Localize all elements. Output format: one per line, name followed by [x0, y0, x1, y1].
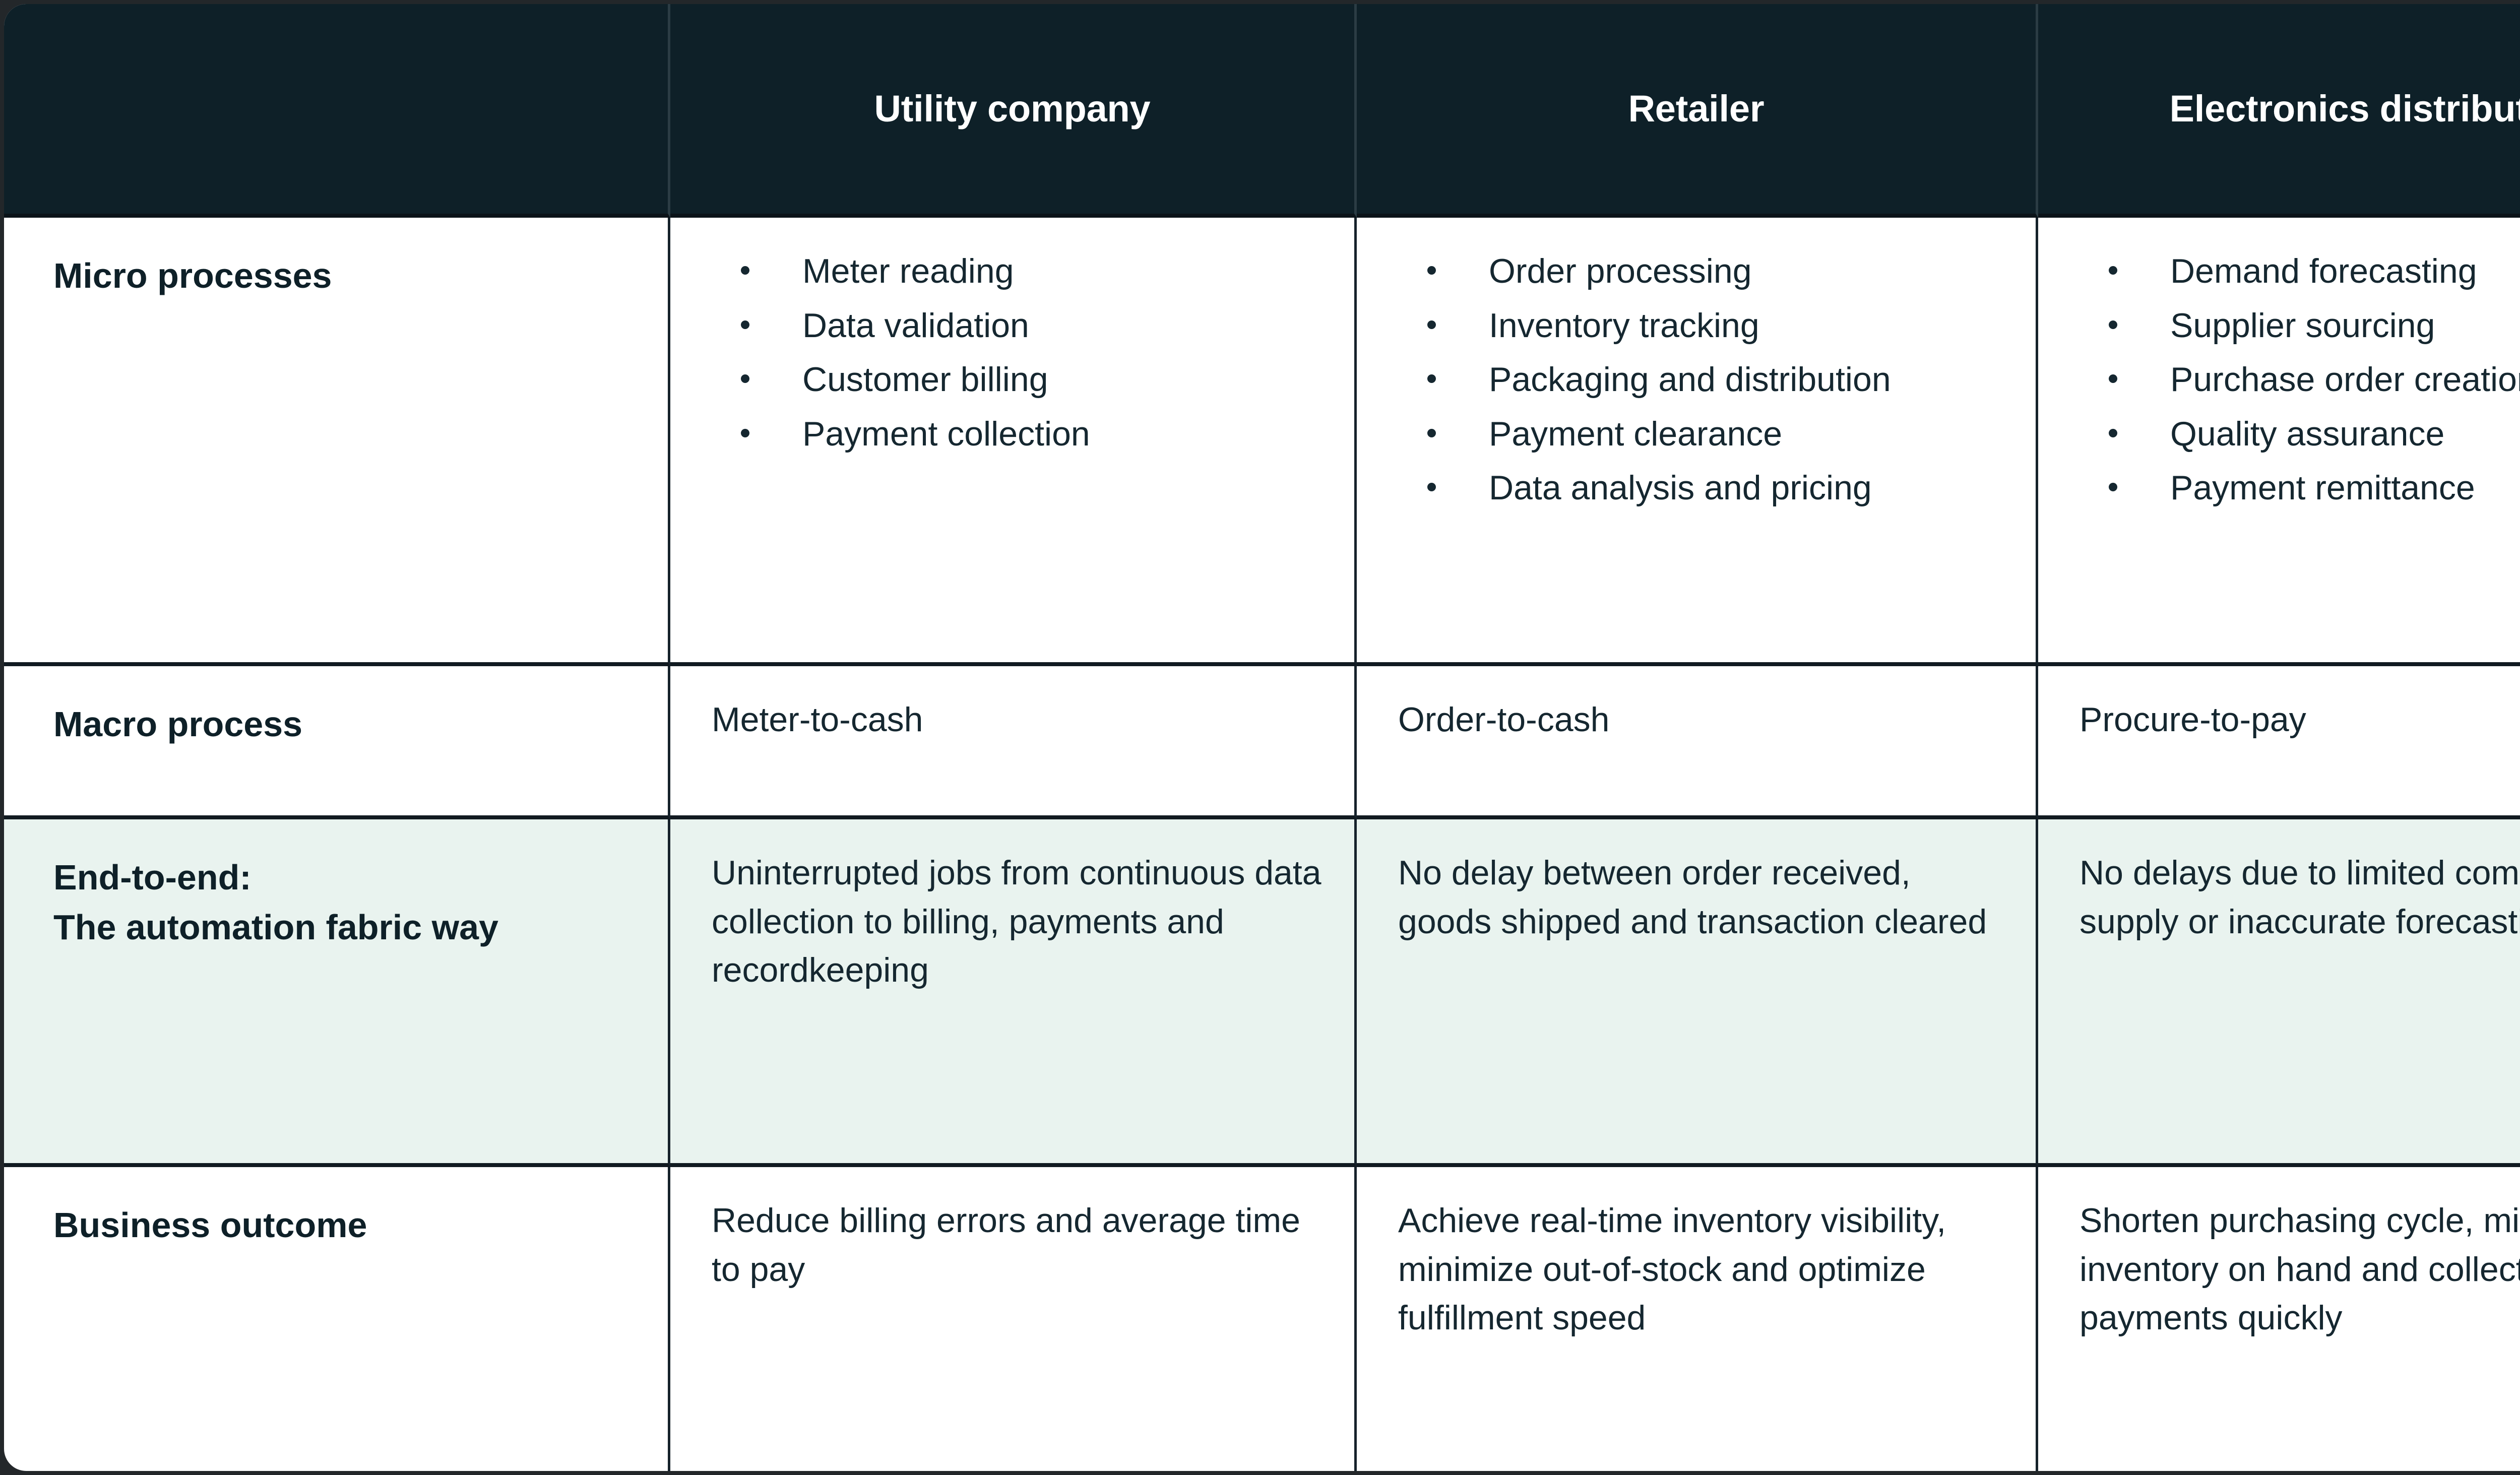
- row-label-line-1: Business outcome: [53, 1205, 367, 1245]
- list-item-label: Data analysis and pricing: [1489, 469, 1872, 507]
- list-item-label: Inventory tracking: [1489, 306, 1759, 345]
- cell-macro-process-retailer: Order-to-cash: [1357, 666, 2038, 819]
- bullet-dot-icon: [741, 428, 749, 437]
- cell-micro-processes-electronics-distributor: Demand forecasting Supplier sourcing Pur…: [2038, 218, 2520, 666]
- bullet-dot-icon: [2109, 320, 2117, 329]
- column-header-utility-company: Utility company: [670, 4, 1357, 218]
- list-item: Payment remittance: [2076, 464, 2520, 512]
- bullet-dot-icon: [2109, 266, 2117, 275]
- list-item-label: Customer billing: [802, 360, 1048, 399]
- list-item-label: Quality assurance: [2170, 414, 2445, 453]
- header-label-utility-company: Utility company: [874, 88, 1151, 130]
- cell-business-outcome-retailer: Achieve real-time inventory visibility, …: [1357, 1167, 2038, 1471]
- list-item: Quality assurance: [2076, 410, 2520, 459]
- list-item: Payment clearance: [1395, 410, 2005, 459]
- cell-micro-processes-utility-company: Meter reading Data validation Customer b…: [670, 218, 1357, 666]
- list-item-label: Purchase order creation: [2170, 360, 2520, 399]
- cell-business-outcome-electronics-distributor: Shorten purchasing cycle, minimize inven…: [2038, 1167, 2520, 1471]
- list-item: Order processing: [1395, 247, 2005, 296]
- bullet-dot-icon: [741, 266, 749, 275]
- row-header-business-outcome: Business outcome: [4, 1167, 670, 1471]
- list-item-label: Payment clearance: [1489, 414, 1783, 453]
- bullet-dot-icon: [1427, 320, 1436, 329]
- row-label-macro-process: Macro process: [4, 666, 668, 749]
- row-label-business-outcome: Business outcome: [4, 1167, 668, 1250]
- header-label-electronics-distributor: Electronics distributor: [2169, 88, 2520, 130]
- row-header-micro-processes: Micro processes: [4, 218, 670, 666]
- cell-end-to-end-retailer: No delay between order received, goods s…: [1357, 819, 2038, 1167]
- list-item: Customer billing: [709, 355, 1324, 404]
- column-header-retailer: Retailer: [1357, 4, 2038, 218]
- list-item-label: Packaging and distribution: [1489, 360, 1891, 399]
- list-item: Packaging and distribution: [1395, 355, 2005, 404]
- cell-macro-process-electronics-distributor: Procure-to-pay: [2038, 666, 2520, 819]
- column-header-electronics-distributor: Electronics distributor: [2038, 4, 2520, 218]
- bullet-dot-icon: [2109, 428, 2117, 437]
- list-item-label: Order processing: [1489, 252, 1752, 290]
- list-item: Meter reading: [709, 247, 1324, 296]
- cell-micro-processes-retailer: Order processing Inventory tracking Pack…: [1357, 218, 2038, 666]
- list-item-label: Demand forecasting: [2170, 252, 2477, 290]
- cell-text: Reduce billing errors and average time t…: [712, 1201, 1300, 1289]
- comparison-table: Utility company Retailer Electronics dis…: [4, 4, 2520, 1471]
- bullet-dot-icon: [741, 320, 749, 329]
- cell-end-to-end-utility-company: Uninterrupted jobs from continuous data …: [670, 819, 1357, 1167]
- cell-business-outcome-utility-company: Reduce billing errors and average time t…: [670, 1167, 1357, 1471]
- list-item: Purchase order creation: [2076, 355, 2520, 404]
- list-item: Data analysis and pricing: [1395, 464, 2005, 512]
- bullet-dot-icon: [1427, 374, 1436, 383]
- row-header-end-to-end: End-to-end: The automation fabric way: [4, 819, 670, 1167]
- list-item: Demand forecasting: [2076, 247, 2520, 296]
- cell-text: No delays due to limited component suppl…: [2080, 854, 2520, 941]
- bullet-list-micro-utility: Meter reading Data validation Customer b…: [709, 247, 1324, 458]
- bullet-list-micro-retailer: Order processing Inventory tracking Pack…: [1395, 247, 2005, 512]
- list-item: Inventory tracking: [1395, 301, 2005, 350]
- list-item: Data validation: [709, 301, 1324, 350]
- cell-text: Meter-to-cash: [712, 700, 923, 739]
- cell-text: Order-to-cash: [1398, 700, 1610, 739]
- list-item-label: Meter reading: [802, 252, 1014, 290]
- cell-text: Procure-to-pay: [2080, 700, 2306, 739]
- cell-end-to-end-electronics-distributor: No delays due to limited component suppl…: [2038, 819, 2520, 1167]
- bullet-dot-icon: [1427, 266, 1436, 275]
- list-item-label: Supplier sourcing: [2170, 306, 2435, 345]
- row-header-macro-process: Macro process: [4, 666, 670, 819]
- cell-text: No delay between order received, goods s…: [1398, 854, 1987, 941]
- list-item-label: Data validation: [802, 306, 1029, 345]
- list-item: Payment collection: [709, 410, 1324, 459]
- row-label-line-1: Micro processes: [53, 256, 332, 295]
- cell-text: Achieve real-time inventory visibility, …: [1398, 1201, 1946, 1337]
- bullet-dot-icon: [1427, 428, 1436, 437]
- list-item: Supplier sourcing: [2076, 301, 2520, 350]
- list-item-label: Payment remittance: [2170, 469, 2475, 507]
- row-label-line-2: The automation fabric way: [53, 908, 498, 947]
- cell-text: Uninterrupted jobs from continuous data …: [712, 854, 1321, 990]
- list-item-label: Payment collection: [802, 414, 1090, 453]
- bullet-dot-icon: [2109, 483, 2117, 492]
- header-label-retailer: Retailer: [1628, 88, 1765, 130]
- row-label-micro-processes: Micro processes: [4, 218, 668, 301]
- row-label-line-1: End-to-end:: [53, 858, 251, 897]
- bullet-list-micro-electronics: Demand forecasting Supplier sourcing Pur…: [2076, 247, 2520, 512]
- table-grid: Utility company Retailer Electronics dis…: [4, 4, 2520, 1471]
- cell-text: Shorten purchasing cycle, minimize inven…: [2080, 1201, 2520, 1337]
- cell-macro-process-utility-company: Meter-to-cash: [670, 666, 1357, 819]
- bullet-dot-icon: [1427, 483, 1436, 492]
- table-header-corner-cell: [4, 4, 670, 218]
- bullet-dot-icon: [2109, 374, 2117, 383]
- row-label-line-1: Macro process: [53, 704, 303, 744]
- bullet-dot-icon: [741, 374, 749, 383]
- row-label-end-to-end: End-to-end: The automation fabric way: [4, 819, 668, 953]
